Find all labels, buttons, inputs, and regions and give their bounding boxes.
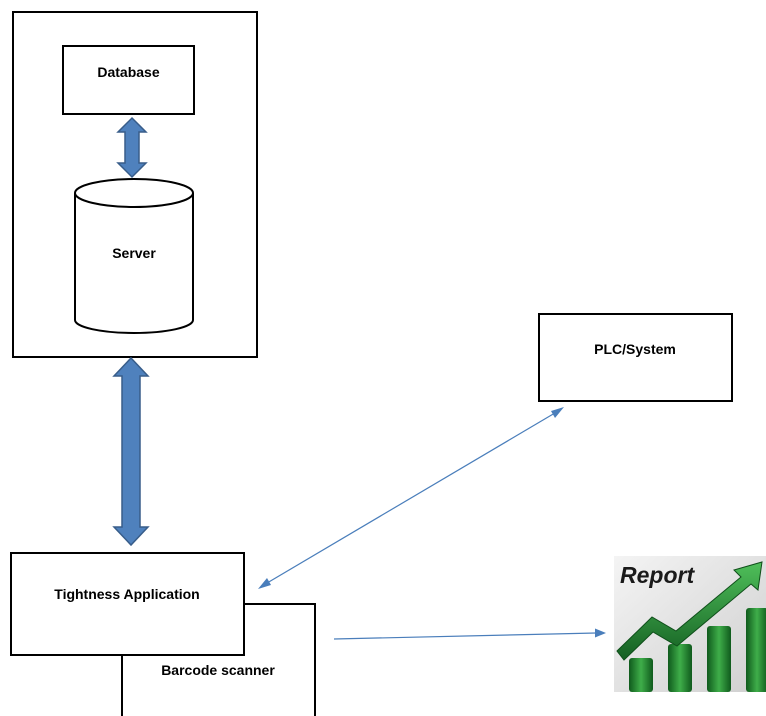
- server-cylinder-body: [74, 193, 194, 334]
- application-plc-arrowhead-start: [258, 578, 271, 589]
- plc-system-label: PLC/System: [594, 341, 676, 357]
- tightness-application-node: Tightness Application: [10, 552, 245, 656]
- server-application-arrow: [112, 356, 150, 547]
- scanner-report-arrow: [333, 628, 606, 640]
- tightness-application-label: Tightness Application: [54, 586, 199, 602]
- report-bar-2: [668, 644, 692, 692]
- barcode-scanner-node: Barcode scanner: [121, 603, 316, 716]
- report-icon: Report: [614, 556, 766, 692]
- scanner-report-arrowhead: [595, 628, 606, 638]
- server-node: Server: [74, 178, 194, 334]
- tightness-application-box: [10, 552, 245, 656]
- application-plc-arrow: [258, 407, 564, 589]
- database-node: Database: [62, 45, 195, 115]
- server-label: Server: [112, 245, 156, 261]
- report-title: Report: [620, 562, 695, 588]
- application-plc-arrowhead-end: [551, 407, 564, 418]
- plc-system-node: PLC/System: [538, 313, 733, 402]
- plc-system-box: [538, 313, 733, 402]
- report-bar-3: [707, 626, 731, 692]
- report-trend-line: [616, 561, 763, 661]
- report-bar-4: [746, 608, 766, 692]
- database-box: [62, 45, 195, 115]
- report-bar-1: [629, 658, 653, 692]
- server-cylinder-top: [74, 178, 194, 208]
- database-label: Database: [97, 64, 159, 80]
- barcode-scanner-label: Barcode scanner: [161, 662, 275, 678]
- database-server-arrow: [116, 116, 148, 179]
